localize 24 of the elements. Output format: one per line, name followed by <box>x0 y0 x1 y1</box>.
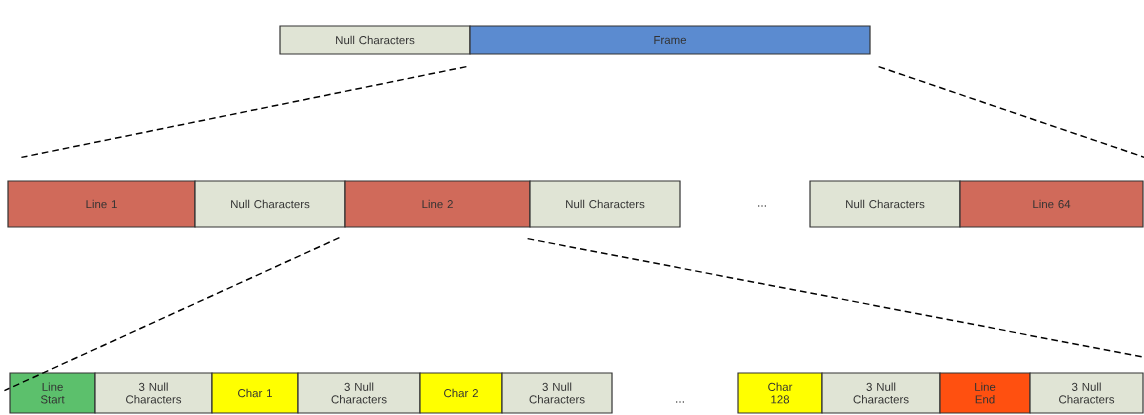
zoom-line <box>877 65 1144 159</box>
null-characters-box: 3 Null Characters <box>94 372 213 414</box>
field-box: Char 128 <box>737 372 823 414</box>
null-characters-box: 3 Null Characters <box>1029 372 1144 414</box>
ellipsis: ... <box>676 401 684 403</box>
null-characters-box: Null Characters <box>279 25 471 55</box>
field-box: Char 1 <box>211 372 299 414</box>
frame-box: Frame <box>469 25 871 55</box>
field-box: Line 1 <box>7 180 196 228</box>
zoom-line <box>526 237 1144 359</box>
ellipsis: ... <box>758 205 766 207</box>
field-box: Line 2 <box>344 180 531 228</box>
null-characters-box: Null Characters <box>529 180 681 228</box>
null-characters-box: 3 Null Characters <box>501 372 613 414</box>
field-box: Line 64 <box>959 180 1144 228</box>
field-box: Line End <box>939 372 1031 414</box>
field-box: Char 2 <box>419 372 503 414</box>
null-characters-box: 3 Null Characters <box>821 372 941 414</box>
null-characters-box: Null Characters <box>194 180 346 228</box>
field-box: Line Start <box>9 372 96 414</box>
zoom-line <box>20 65 468 159</box>
null-characters-box: Null Characters <box>809 180 961 228</box>
zoom-line <box>3 236 341 392</box>
null-characters-box: 3 Null Characters <box>297 372 421 414</box>
